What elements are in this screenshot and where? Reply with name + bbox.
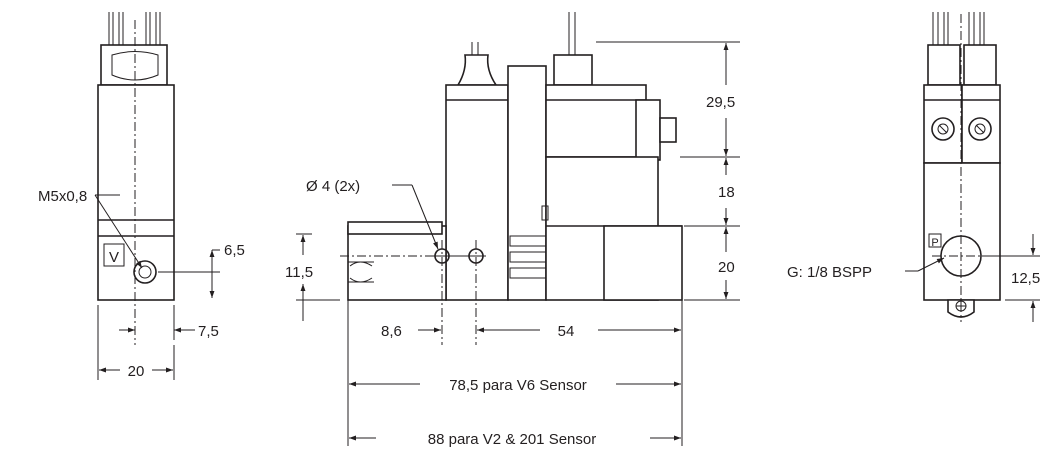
m5-port-label: M5x0,8 [38, 188, 87, 205]
middle-base-top-plate [347, 221, 443, 235]
dim-78-5-label: 78,5 para V6 Sensor [449, 377, 587, 394]
p-logo-text: P [931, 237, 938, 249]
middle-view: Ø 4 (2x) 29,5 18 20 11,5 8,6 54 [285, 12, 740, 448]
left-valve-body [97, 84, 175, 301]
middle-left-stem [456, 54, 498, 86]
left-plug-housing [100, 44, 168, 86]
m5-port-inner [138, 265, 152, 279]
middle-base-end [603, 225, 683, 301]
dim-20-width-label: 20 [128, 363, 145, 380]
v-logo [103, 243, 125, 267]
left-view: V M5x0,8 6,5 7,5 20 [38, 12, 245, 380]
dim-7-5-label: 7,5 [198, 323, 219, 340]
dim-54-label: 54 [558, 323, 575, 340]
left-plug-shape [111, 51, 159, 81]
middle-threaded-port [348, 261, 374, 283]
middle-base-left [347, 225, 447, 301]
hole-label: Ø 4 (2x) [306, 178, 360, 195]
middle-connector-tip [659, 117, 677, 143]
right-plug-2 [963, 44, 997, 86]
dim-11-5-label: 11,5 [285, 264, 313, 281]
right-lower-body [923, 162, 1001, 301]
dim-8-6-label: 8,6 [381, 323, 402, 340]
right-screw-2 [968, 117, 992, 141]
dim-18-label: 18 [718, 184, 735, 201]
right-screw-1 [931, 117, 955, 141]
middle-coil-plate [507, 65, 547, 301]
middle-right-upper-block [545, 84, 647, 158]
m5-port-outer [133, 260, 157, 284]
right-plug-1 [927, 44, 961, 86]
right-view: P G: 1/8 BSPP 12,5 [787, 12, 1040, 322]
middle-connector-box [635, 99, 661, 161]
dim-20-height-label: 20 [718, 259, 735, 276]
dim-88-label: 88 para V2 & 201 Sensor [428, 431, 596, 448]
p-logo [928, 233, 942, 248]
left-connector-pins [108, 12, 161, 45]
middle-left-valve [445, 84, 509, 301]
dim-29-5-label: 29,5 [706, 94, 735, 111]
v-logo-text: V [109, 249, 119, 266]
dim-6-5-label: 6,5 [224, 242, 245, 259]
middle-right-plug [553, 54, 593, 86]
bspp-port-label: G: 1/8 BSPP [787, 264, 872, 281]
dim-12-5-label: 12,5 [1011, 270, 1040, 287]
